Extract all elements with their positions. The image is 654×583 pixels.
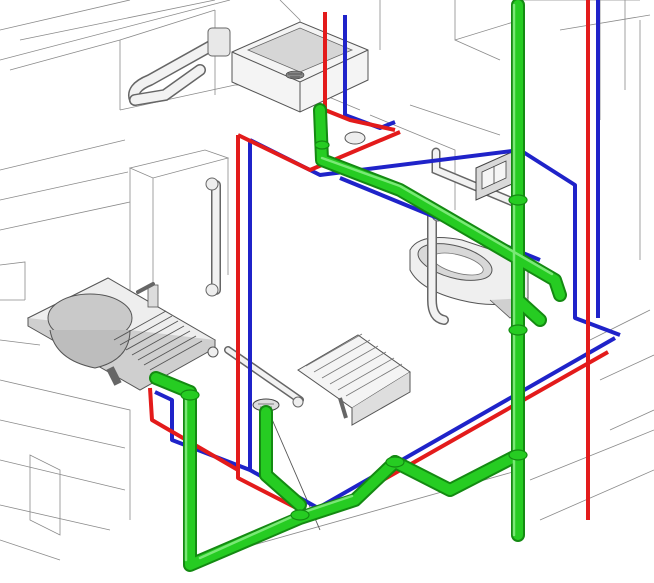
waste-pipes: [149, 0, 567, 572]
cold-supply-pipes: [154, 0, 621, 510]
grab-bar-icon: [128, 27, 231, 106]
valve-icon: [344, 131, 366, 145]
grab-bar-icon: [205, 177, 221, 297]
flush-plate-icon: [475, 151, 513, 201]
shower-seat-icon: [297, 333, 411, 426]
valve-icon: [207, 346, 219, 358]
hot-supply-pipes: [148, 0, 609, 520]
washbasin-icon: [231, 21, 369, 113]
sink-icon: [26, 277, 217, 391]
